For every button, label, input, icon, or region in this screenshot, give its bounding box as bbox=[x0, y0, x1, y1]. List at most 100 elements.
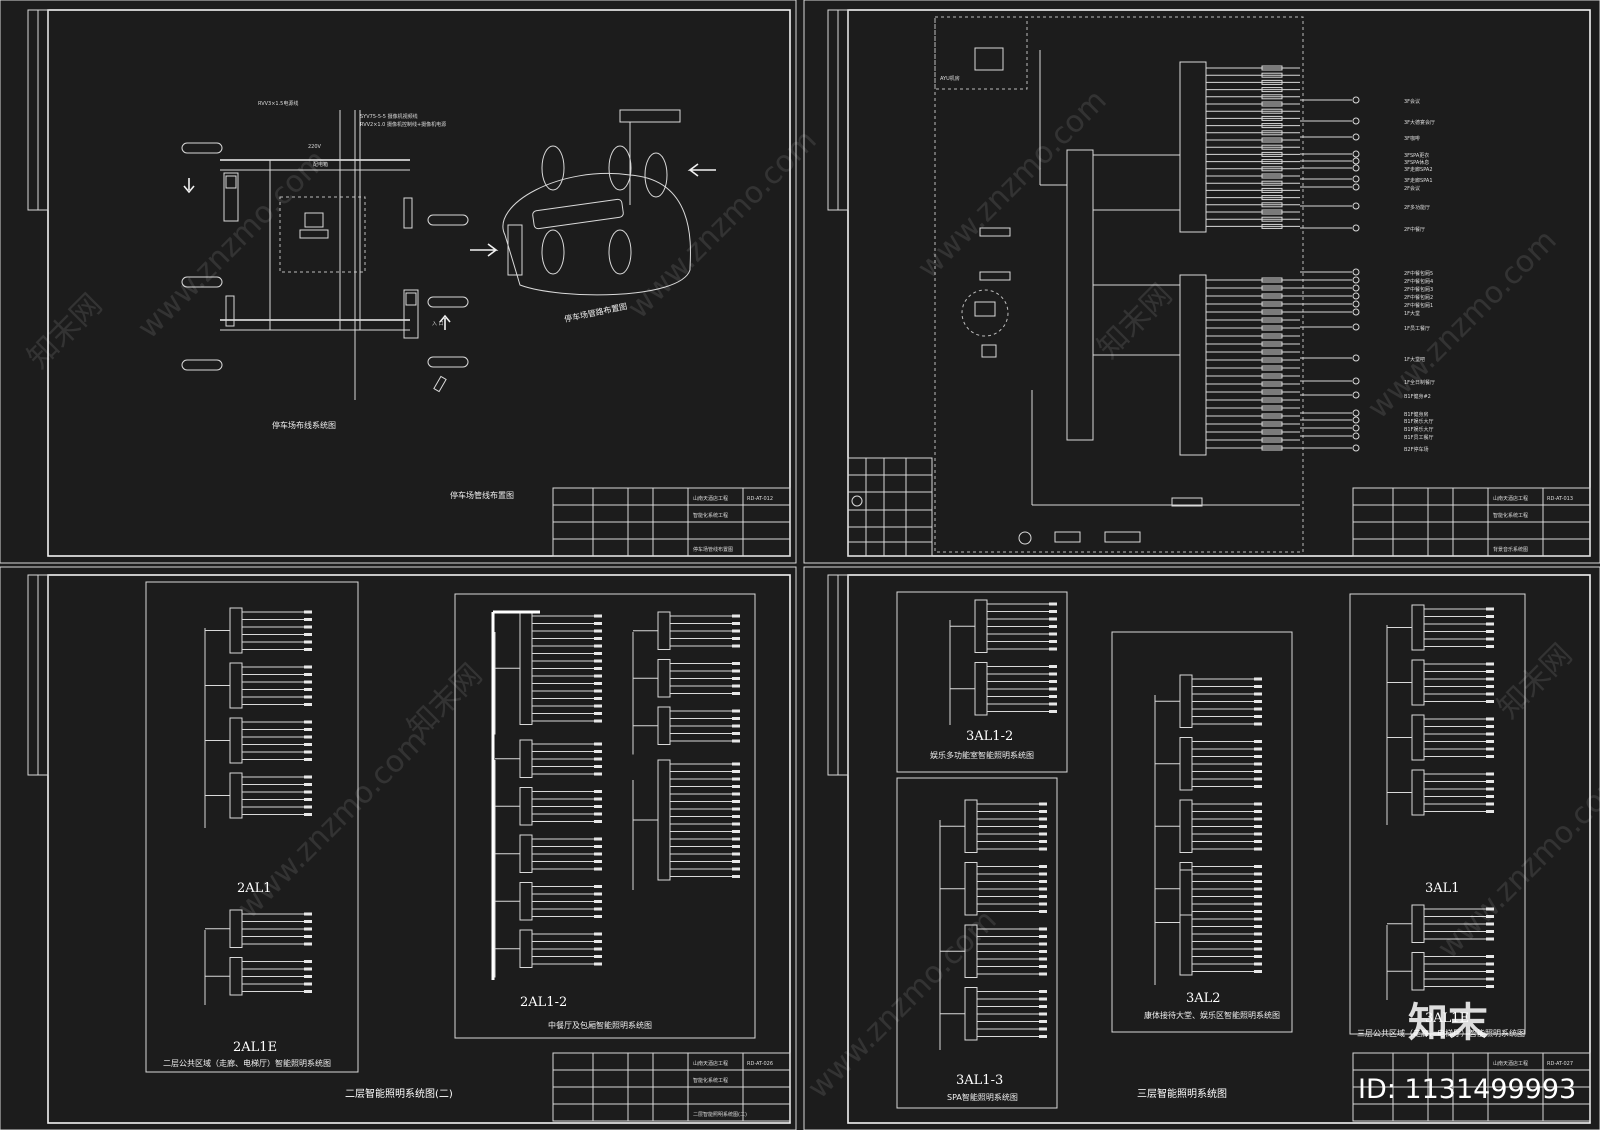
module-box bbox=[964, 987, 978, 1041]
title-block-sys: 智能化系统工程 bbox=[693, 1077, 728, 1084]
zone-amp bbox=[1261, 195, 1283, 201]
zone-amp bbox=[1261, 277, 1283, 283]
lamp-mark bbox=[1486, 780, 1494, 783]
lamp-mark bbox=[594, 940, 602, 943]
zone-amp bbox=[1261, 301, 1283, 307]
speaker-icon bbox=[1352, 308, 1360, 316]
lamp-mark bbox=[1254, 917, 1262, 921]
lamp-mark bbox=[594, 637, 602, 640]
lamp-mark bbox=[1486, 915, 1494, 918]
lamp-mark bbox=[1486, 717, 1494, 721]
lamp-mark bbox=[732, 875, 740, 878]
lamp-mark bbox=[594, 765, 602, 768]
lamp-mark bbox=[732, 860, 740, 863]
lamp-mark bbox=[732, 629, 740, 633]
cable-label: RVV3×1.5电源线 bbox=[258, 100, 298, 107]
lamp-mark bbox=[732, 867, 740, 871]
lamp-mark bbox=[1254, 740, 1262, 743]
speaker-icon bbox=[1352, 224, 1360, 232]
lamp-mark bbox=[1486, 922, 1494, 926]
lamp-mark bbox=[732, 815, 740, 818]
lamp-mark bbox=[594, 790, 602, 793]
lamp-mark bbox=[594, 644, 602, 648]
lamp-mark bbox=[1486, 670, 1494, 673]
lamp-mark bbox=[594, 682, 602, 685]
lamp-mark bbox=[1039, 1005, 1047, 1008]
lamp-mark bbox=[304, 625, 312, 629]
lamp-mark bbox=[304, 665, 312, 669]
lamp-mark bbox=[732, 614, 740, 618]
lamp-mark bbox=[304, 935, 312, 938]
lamp-mark bbox=[1039, 935, 1047, 938]
brand-logo: 知末 bbox=[1408, 1000, 1488, 1046]
panel-2al1 bbox=[204, 607, 312, 828]
q4-text: 3AL1-2 娱乐多功能室智能照明系统图 3AL1-3 SPA智能照明系统图 3… bbox=[930, 729, 1525, 1102]
module-box bbox=[1179, 674, 1193, 728]
sheet-title-q4: 三层智能照明系统图 bbox=[1137, 1087, 1227, 1100]
lamp-mark bbox=[1039, 997, 1047, 1001]
lamp-mark bbox=[1039, 972, 1047, 976]
speaker-icon bbox=[1352, 183, 1360, 191]
lamp-mark bbox=[1486, 962, 1494, 966]
title-block-project: 山南天酒店工程 bbox=[1493, 1060, 1528, 1067]
lamp-mark bbox=[1254, 910, 1262, 913]
lamp-mark bbox=[594, 820, 602, 823]
module-box bbox=[1411, 769, 1425, 816]
zone-amp bbox=[1261, 130, 1283, 136]
lamp-mark bbox=[594, 719, 602, 723]
zone-amp bbox=[1261, 144, 1283, 150]
module-box bbox=[657, 759, 671, 881]
lamp-mark bbox=[1486, 662, 1494, 666]
panel-2al1e bbox=[204, 909, 312, 1005]
lamp-mark bbox=[304, 648, 312, 651]
title-block-name: 二层智能照明系统图(二) bbox=[693, 1111, 747, 1118]
lamp-mark bbox=[1039, 810, 1047, 813]
lamp-mark bbox=[594, 805, 602, 808]
lamp-mark bbox=[732, 717, 740, 720]
zone-label: 1F大堂 bbox=[1404, 310, 1420, 317]
speaker-icon bbox=[1352, 300, 1360, 308]
speaker-icon bbox=[1352, 416, 1360, 424]
lamp-mark bbox=[732, 830, 740, 833]
lamp-mark bbox=[594, 750, 602, 753]
lamp-mark bbox=[1486, 970, 1494, 973]
zone-label: 3FSPA更衣 bbox=[1404, 152, 1429, 159]
lamp-mark bbox=[594, 955, 602, 958]
lamp-mark bbox=[732, 732, 740, 735]
lamp-mark bbox=[1254, 955, 1262, 958]
lamp-mark bbox=[732, 785, 740, 788]
lamp-mark bbox=[594, 742, 602, 746]
lamp-mark bbox=[1049, 632, 1057, 636]
watermark-site: www.znzmo.com bbox=[1361, 223, 1564, 426]
watermark-site: www.znzmo.com bbox=[621, 123, 824, 326]
lamp-mark bbox=[1254, 685, 1262, 688]
lamp-mark bbox=[1039, 825, 1047, 828]
panel-3al1-2 bbox=[949, 599, 1057, 725]
lamp-mark bbox=[732, 724, 740, 728]
zone-amp bbox=[1261, 159, 1283, 165]
lamp-mark bbox=[304, 912, 312, 916]
lamp-mark bbox=[1254, 887, 1262, 891]
speaker-icon bbox=[1352, 444, 1360, 452]
zone-amp bbox=[1261, 101, 1283, 107]
lamp-mark bbox=[1039, 1020, 1047, 1023]
lamp-mark bbox=[1486, 622, 1494, 626]
lamp-mark bbox=[304, 703, 312, 706]
cable-label: 220V bbox=[308, 144, 322, 150]
lamp-mark bbox=[594, 614, 602, 618]
lamp-mark bbox=[1486, 747, 1494, 751]
lamp-mark bbox=[1486, 787, 1494, 791]
zone-amp bbox=[1261, 180, 1283, 186]
zone-amp bbox=[1261, 437, 1283, 443]
lamp-mark bbox=[304, 720, 312, 724]
lamp-mark bbox=[732, 684, 740, 688]
zone-amp bbox=[1261, 166, 1283, 172]
lamp-mark bbox=[304, 975, 312, 978]
zone-label: B1F健身房 bbox=[1404, 411, 1429, 418]
panel-3al1 bbox=[1386, 604, 1494, 825]
lamp-mark bbox=[1254, 880, 1262, 883]
lamp-mark bbox=[1049, 680, 1057, 683]
zone-label: 2F中餐包厢3 bbox=[1404, 286, 1433, 293]
lamp-mark bbox=[1486, 685, 1494, 688]
